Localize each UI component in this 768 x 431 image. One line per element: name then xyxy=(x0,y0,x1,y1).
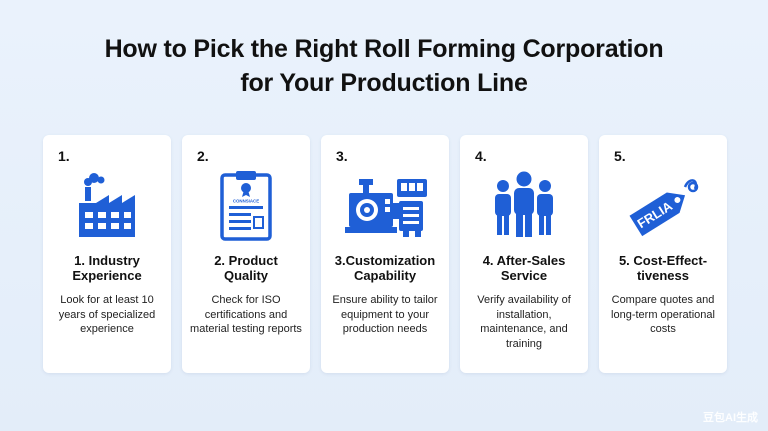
card-number: 5. xyxy=(614,148,626,164)
card-number: 4. xyxy=(475,148,487,164)
cards-row: 1. 1. Industry Experience Look for at xyxy=(43,135,727,373)
machine-icon xyxy=(321,169,449,245)
card-customization-capability: 3. xyxy=(321,135,449,373)
card-heading: 4. After-Sales Service xyxy=(482,253,566,283)
card-cost-effectiveness: 5. FRLIA 5. Cost-Effect- tiveness Compar… xyxy=(599,135,727,373)
certificate-label: CONNSIACE xyxy=(233,199,259,204)
card-description: Look for at least 10 years of specialize… xyxy=(58,294,156,335)
card-heading: 2. Product Quality xyxy=(214,253,278,283)
card-product-quality: 2. CONNSIACE 2. Product Quality Check fo… xyxy=(182,135,310,373)
card-heading: 5. Cost-Effect- tiveness xyxy=(618,253,708,283)
card-after-sales-service: 4. 4. After-Sales Service Verify xyxy=(460,135,588,373)
card-number: 3. xyxy=(336,148,348,164)
card-description: Ensure ability to tailor equipment to yo… xyxy=(332,294,438,335)
title-line-2: for Your Production Line xyxy=(240,69,528,97)
card-heading: 3.Customization Capability xyxy=(334,253,436,283)
page-title: How to Pick the Right Roll Forming Corpo… xyxy=(0,32,768,100)
watermark: 豆包AI生成 xyxy=(703,412,758,424)
card-description: Verify availability of installation, mai… xyxy=(477,294,571,350)
factory-icon xyxy=(43,169,171,245)
card-description: Check for ISO certifications and materia… xyxy=(190,294,302,335)
card-heading: 1. Industry Experience xyxy=(72,253,142,283)
certificate-clipboard-icon: CONNSIACE xyxy=(182,169,310,245)
title-line-1: How to Pick the Right Roll Forming Corpo… xyxy=(104,35,664,63)
card-number: 1. xyxy=(58,148,70,164)
card-number: 2. xyxy=(197,148,209,164)
price-tag-icon: FRLIA xyxy=(599,169,727,245)
team-icon xyxy=(460,169,588,245)
card-description: Compare quotes and long-term operational… xyxy=(611,294,715,335)
card-industry-experience: 1. 1. Industry Experience Look for at xyxy=(43,135,171,373)
